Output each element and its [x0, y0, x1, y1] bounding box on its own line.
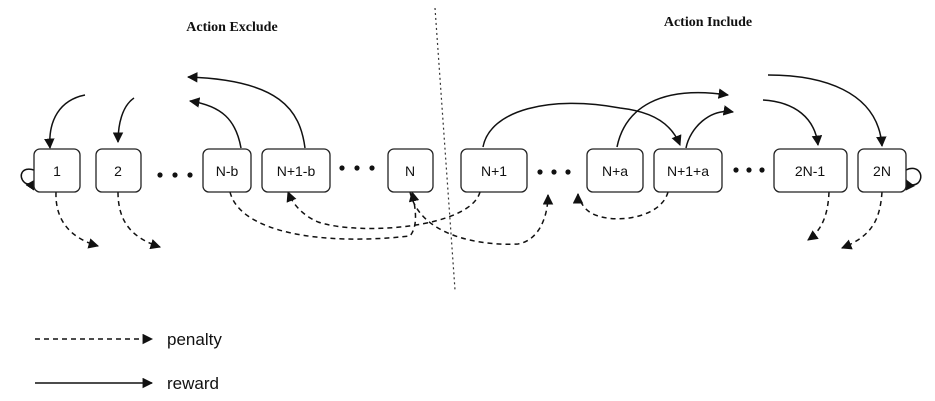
- section-divider: [434, 7, 456, 291]
- reward-arrow-na: [616, 88, 730, 148]
- reward-arrow-2n1: [762, 99, 823, 147]
- legend: penalty reward: [35, 330, 222, 393]
- state-n-minus-b-label: N-b: [216, 163, 239, 179]
- reward-arrow-n1a: [685, 105, 735, 149]
- penalty-arrow-n1a: [572, 191, 669, 220]
- penalty-arrow-nb: [229, 190, 420, 240]
- state-n-plus-1-minus-b-label: N+1-b: [277, 163, 316, 179]
- state-2n-minus-1: 2N-1: [773, 148, 848, 193]
- penalty-arrow-1: [55, 191, 100, 249]
- self-loop-1: [20, 168, 36, 191]
- state-2n-minus-1-label: 2N-1: [795, 163, 826, 179]
- state-1-label: 1: [53, 163, 61, 179]
- state-n-plus-1-plus-a: N+1+a: [653, 148, 723, 193]
- state-n-plus-1-minus-b: N+1-b: [261, 148, 331, 193]
- self-loop-2n: [905, 167, 922, 191]
- state-n-minus-b: N-b: [202, 148, 252, 193]
- ellipsis-1: [157, 172, 193, 178]
- penalty-arrow-2n1: [807, 191, 830, 241]
- state-1: 1: [33, 148, 81, 193]
- state-2n-label: 2N: [873, 163, 891, 179]
- legend-penalty-label: penalty: [167, 330, 222, 349]
- heading-action-exclude: Action Exclude: [186, 20, 277, 35]
- reward-arrow-n1: [482, 102, 682, 148]
- reward-arrow-2n: [767, 74, 887, 148]
- heading-action-include: Action Include: [664, 15, 752, 30]
- reward-arrow-2: [112, 97, 135, 144]
- state-n-plus-1-label: N+1: [481, 163, 507, 179]
- reward-arrow-1: [44, 94, 86, 150]
- penalty-arrow-n1: [286, 191, 481, 230]
- state-n-plus-1: N+1: [460, 148, 528, 193]
- state-n-plus-a: N+a: [586, 148, 644, 193]
- legend-reward-label: reward: [167, 374, 219, 393]
- state-2-label: 2: [114, 163, 122, 179]
- state-n: N: [387, 148, 434, 193]
- penalty-arrow-2n: [841, 191, 883, 250]
- state-2n: 2N: [857, 148, 907, 193]
- state-n-plus-a-label: N+a: [602, 163, 628, 179]
- ellipsis-3: [537, 169, 571, 175]
- ellipsis-4: [733, 167, 765, 173]
- state-2: 2: [95, 148, 142, 193]
- penalty-arrow-2: [117, 191, 161, 250]
- penalty-arrow-n: [409, 191, 554, 245]
- ellipsis-2: [339, 165, 375, 171]
- reward-arrow-n1b: [186, 72, 306, 149]
- reward-arrow-nb: [188, 97, 242, 149]
- state-n-plus-1-plus-a-label: N+1+a: [667, 163, 709, 179]
- state-n-label: N: [405, 163, 415, 179]
